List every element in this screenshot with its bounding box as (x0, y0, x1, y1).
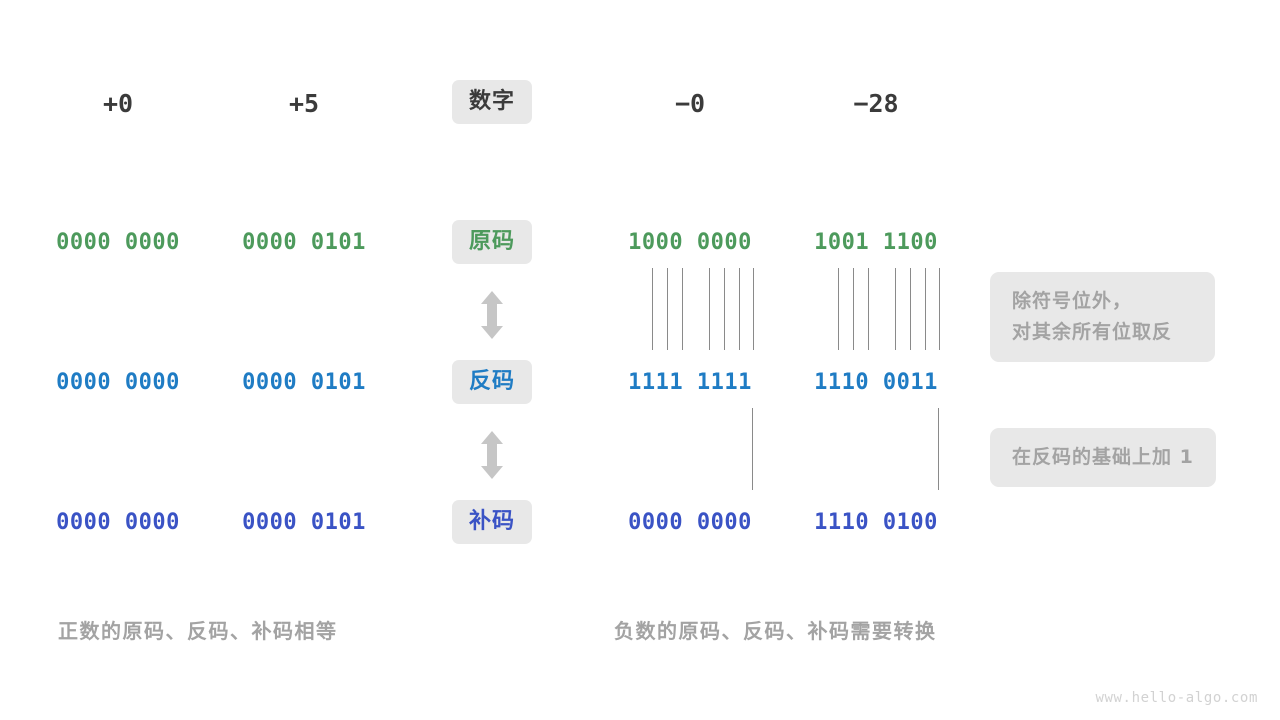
header-value-pos-five: +5 (288, 89, 320, 118)
bit-connector (667, 268, 668, 350)
row-label-twos-complement: 补码 (372, 500, 612, 544)
ones-complement-neg-28: 1110 0011 (814, 370, 938, 395)
header-value-pos-zero: +0 (102, 89, 134, 118)
arrow-up-down-icon-1 (372, 290, 612, 340)
bit-connector (838, 268, 839, 350)
bit-connector (753, 268, 754, 350)
bit-connector (682, 268, 683, 350)
row-label-number-badge: 数字 (451, 80, 532, 124)
arrow-up-down-icon-2 (372, 430, 612, 480)
annotation-add-one-line1: 在反码的基础上加 1 (1012, 446, 1194, 468)
bit-connector (853, 268, 854, 350)
annotation-add-one: 在反码的基础上加 1 (990, 428, 1216, 487)
annotation-invert-bits-line2: 对其余所有位取反 (1012, 321, 1173, 343)
watermark: www.hello-algo.com (1095, 690, 1258, 706)
annotation-invert-bits-line1: 除符号位外， (1012, 290, 1133, 312)
bit-connector (652, 268, 653, 350)
twos-complement-neg-zero: 0000 0000 (628, 510, 752, 535)
bit-connector (739, 268, 740, 350)
caption-negative: 负数的原码、反码、补码需要转换 (614, 619, 937, 643)
row-label-ones-complement: 反码 (372, 360, 612, 404)
bit-connector (752, 408, 753, 490)
sign-magnitude-pos-five: 0000 0101 (242, 230, 366, 255)
twos-complement-pos-five: 0000 0101 (242, 510, 366, 535)
bit-connector (910, 268, 911, 350)
ones-complement-neg-zero: 1111 1111 (628, 370, 752, 395)
twos-complement-neg-28: 1110 0100 (814, 510, 938, 535)
ones-complement-pos-five: 0000 0101 (242, 370, 366, 395)
sign-magnitude-neg-zero: 1000 0000 (628, 230, 752, 255)
row-label-sign-magnitude-badge: 原码 (451, 220, 532, 264)
bit-connector (868, 268, 869, 350)
header-value-neg-zero: −0 (674, 89, 706, 118)
twos-complement-pos-zero: 0000 0000 (56, 510, 180, 535)
caption-positive: 正数的原码、反码、补码相等 (58, 619, 338, 643)
row-label-ones-complement-badge: 反码 (451, 360, 532, 404)
annotation-invert-bits: 除符号位外， 对其余所有位取反 (990, 272, 1215, 362)
row-label-sign-magnitude: 原码 (372, 220, 612, 264)
sign-magnitude-pos-zero: 0000 0000 (56, 230, 180, 255)
bit-connector (938, 408, 939, 490)
bit-connector (939, 268, 940, 350)
bit-connector (925, 268, 926, 350)
row-label-number: 数字 (372, 80, 612, 124)
ones-complement-pos-zero: 0000 0000 (56, 370, 180, 395)
bit-connector (724, 268, 725, 350)
row-label-twos-complement-badge: 补码 (451, 500, 532, 544)
header-value-neg-28: −28 (853, 89, 899, 118)
bit-connector (895, 268, 896, 350)
bit-connector (709, 268, 710, 350)
sign-magnitude-neg-28: 1001 1100 (814, 230, 938, 255)
